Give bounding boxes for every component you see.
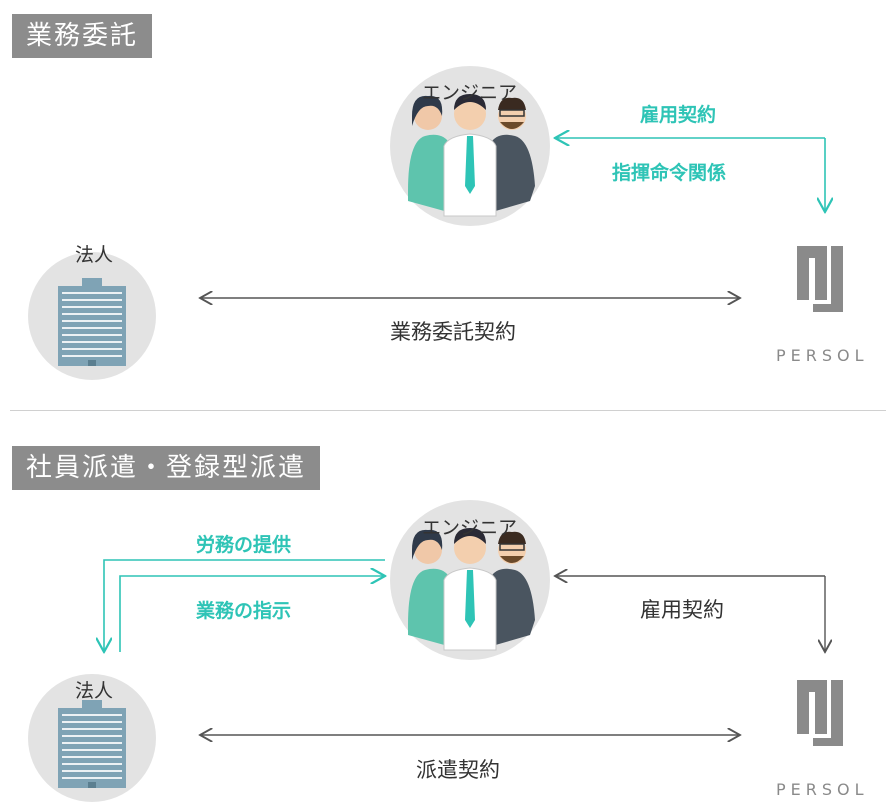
section-tag-outsourcing: 業務委託	[12, 14, 153, 58]
corp-label-1: 法人	[75, 244, 114, 266]
instruction-arrow-2	[119, 576, 385, 652]
labor-arrow-2	[104, 559, 385, 652]
corp-label-2: 法人	[75, 680, 114, 702]
section-divider	[10, 410, 886, 411]
section-tag-dispatch: 社員派遣・登録型派遣	[12, 446, 321, 490]
persol-logo-mark-1	[797, 246, 843, 312]
building-illustration-1	[28, 252, 156, 380]
contract-label-2: 派遣契約	[416, 758, 500, 782]
persol-brand-1: PERSOL	[776, 346, 869, 365]
employment-label-2: 雇用契約	[640, 598, 724, 622]
employment-label-1: 雇用契約	[640, 104, 717, 126]
persol-logo-mark-2	[797, 680, 843, 746]
labor-label-2: 労務の提供	[196, 534, 292, 556]
engineer-label-2: エンジニア	[422, 517, 518, 539]
persol-brand-2: PERSOL	[776, 780, 869, 799]
contract-label-1: 業務委託契約	[390, 320, 516, 344]
engineer-label-1: エンジニア	[422, 82, 518, 104]
instruction-label-2: 業務の指示	[196, 600, 292, 622]
command-label-1: 指揮命令関係	[612, 162, 727, 184]
